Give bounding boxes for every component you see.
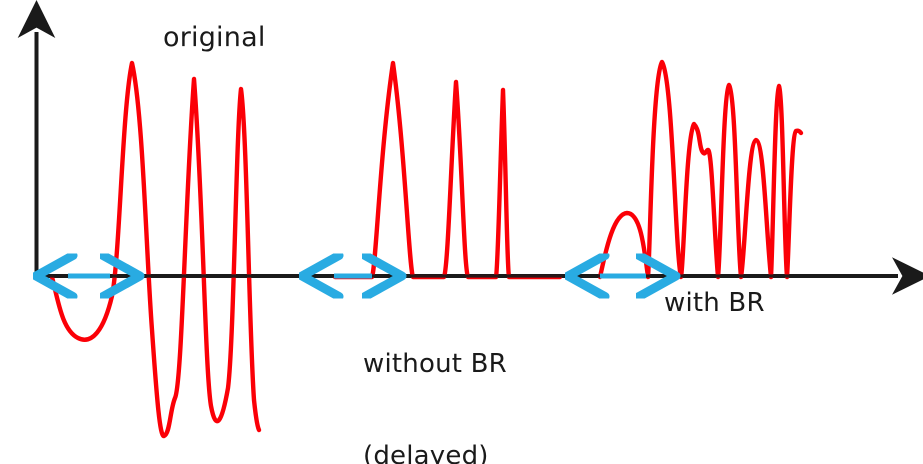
signal-trace-without-br bbox=[332, 60, 563, 280]
label-with-br: with BR bbox=[664, 288, 765, 318]
label-original: original bbox=[163, 22, 266, 53]
label-without-br-line2: (delayed) bbox=[363, 441, 489, 464]
signal-traces bbox=[49, 59, 804, 439]
signal-trace-with-br bbox=[597, 59, 804, 280]
label-without-br: without BR (delayed) bbox=[363, 288, 507, 464]
signal-trace-original bbox=[49, 60, 262, 439]
label-without-br-line1: without BR bbox=[363, 349, 507, 380]
